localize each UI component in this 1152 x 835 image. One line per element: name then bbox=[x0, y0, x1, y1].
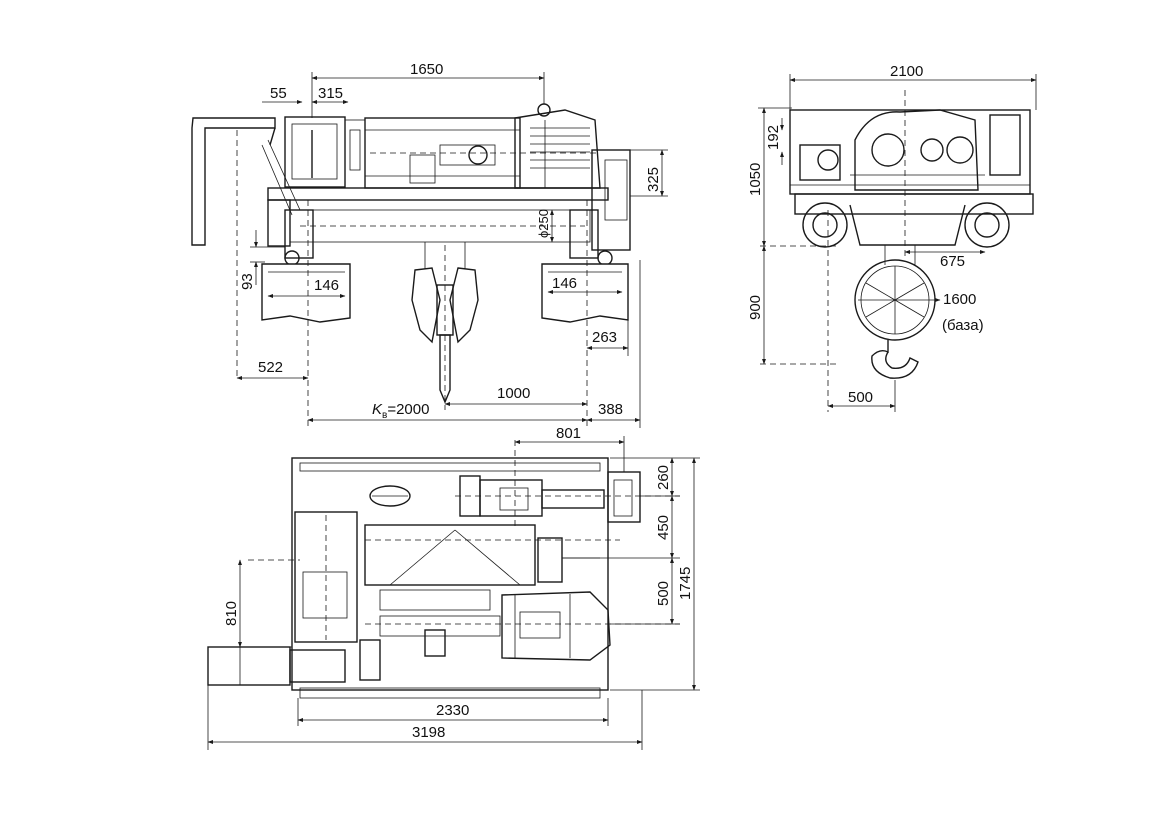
side-view: 55 315 1650 325 ϕ250 93 146 146 263 522 bbox=[191, 61, 668, 430]
rope-drum bbox=[289, 209, 591, 243]
end-view-hook bbox=[854, 245, 936, 379]
dim-675-label: 675 bbox=[940, 253, 965, 270]
dim-1745-label: 1745 bbox=[677, 567, 694, 600]
top-view-wheel-block bbox=[207, 646, 346, 686]
dim-810-label: 810 bbox=[223, 601, 240, 626]
hoist-motor bbox=[514, 103, 601, 189]
top-view-drum bbox=[364, 524, 620, 586]
dim-263-label: 263 bbox=[592, 329, 617, 346]
dim-500-top-label: 500 bbox=[655, 581, 672, 606]
dim-801-label: 801 bbox=[556, 425, 581, 442]
dim-3198-label: 3198 bbox=[412, 724, 445, 741]
dim-260-label: 260 bbox=[655, 465, 672, 490]
dim-450-label: 450 bbox=[655, 515, 672, 540]
hoist-drum-assembly bbox=[364, 117, 600, 189]
dim-93-label: 93 bbox=[239, 273, 256, 290]
dim-d250-label: ϕ250 bbox=[536, 209, 551, 238]
dim-500-end-label: 500 bbox=[848, 389, 873, 406]
end-view-gearbox bbox=[850, 109, 985, 191]
end-view: 2100 192 1050 675 900 1600 (база) 500 bbox=[747, 63, 1037, 412]
top-view-gearbox bbox=[294, 511, 358, 643]
top-view-shaft bbox=[359, 589, 501, 681]
crane-rails bbox=[261, 263, 629, 323]
dim-315-label: 315 bbox=[318, 85, 343, 102]
dim-146-left-label: 146 bbox=[314, 277, 339, 294]
dim-900-label: 900 bbox=[747, 295, 764, 320]
end-view-wheels bbox=[802, 202, 1010, 248]
dim-192-label: 192 bbox=[765, 125, 782, 150]
top-view: 801 260 450 500 1745 810 2330 3198 bbox=[207, 425, 700, 750]
dim-1600-label: 1600 bbox=[943, 291, 976, 308]
gearbox bbox=[284, 116, 366, 189]
dim-146-right-label: 146 bbox=[552, 275, 577, 292]
dim-325-label: 325 bbox=[645, 167, 662, 192]
dim-388-label: 388 bbox=[598, 401, 623, 418]
top-view-hoist-motor bbox=[365, 591, 680, 661]
dim-1650-label: 1650 bbox=[410, 61, 443, 78]
dim-2100-label: 2100 bbox=[890, 63, 923, 80]
dim-kb-label: Kв=2000 bbox=[372, 401, 429, 421]
dim-55-label: 55 bbox=[270, 85, 287, 102]
dim-2330-label: 2330 bbox=[436, 702, 469, 719]
top-view-travel-motor bbox=[455, 471, 680, 523]
dim-522-label: 522 bbox=[258, 359, 283, 376]
dim-kb-value: =2000 bbox=[387, 401, 429, 418]
hook-block bbox=[411, 242, 479, 404]
base-note: (база) bbox=[942, 317, 984, 334]
dim-1050-label: 1050 bbox=[747, 163, 764, 196]
dim-kb-prefix: K bbox=[372, 401, 383, 418]
support-bracket bbox=[191, 117, 301, 246]
dim-1000-label: 1000 bbox=[497, 385, 530, 402]
dim-kb-subscript: в bbox=[382, 410, 387, 421]
travel-wheels bbox=[284, 209, 613, 266]
